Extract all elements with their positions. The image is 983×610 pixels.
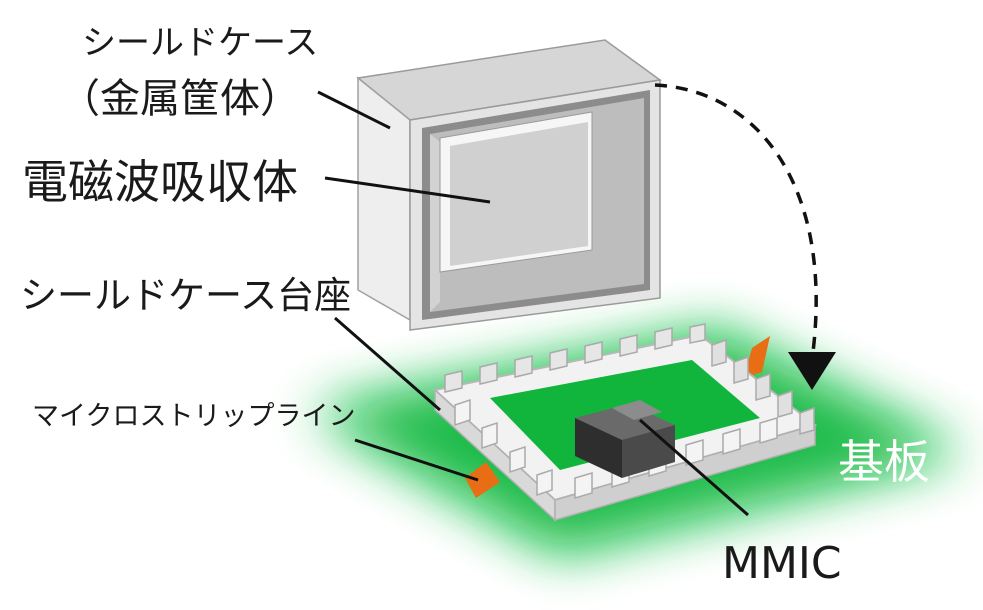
leader-case-base (334, 316, 441, 412)
label-shield-case-line2: （金属筐体） (60, 76, 300, 122)
leader-absorber (324, 176, 491, 204)
assembly-arrow (654, 83, 836, 390)
leader-microstrip (354, 438, 479, 482)
microstrip-trace-left (465, 462, 500, 498)
leader-shield-case (317, 90, 391, 130)
label-substrate: 基板 (838, 435, 930, 489)
label-absorber: 電磁波吸収体 (22, 155, 298, 209)
label-shield-case-line1: シールドケース (82, 23, 318, 63)
label-mmic: MMIC (722, 538, 842, 589)
label-case-base: シールドケース台座 (20, 274, 351, 317)
label-microstrip: マイクロストリップライン (32, 401, 355, 432)
em-absorber (439, 111, 593, 273)
leader-mmic (639, 418, 749, 517)
microstrip-trace-right (744, 336, 770, 378)
